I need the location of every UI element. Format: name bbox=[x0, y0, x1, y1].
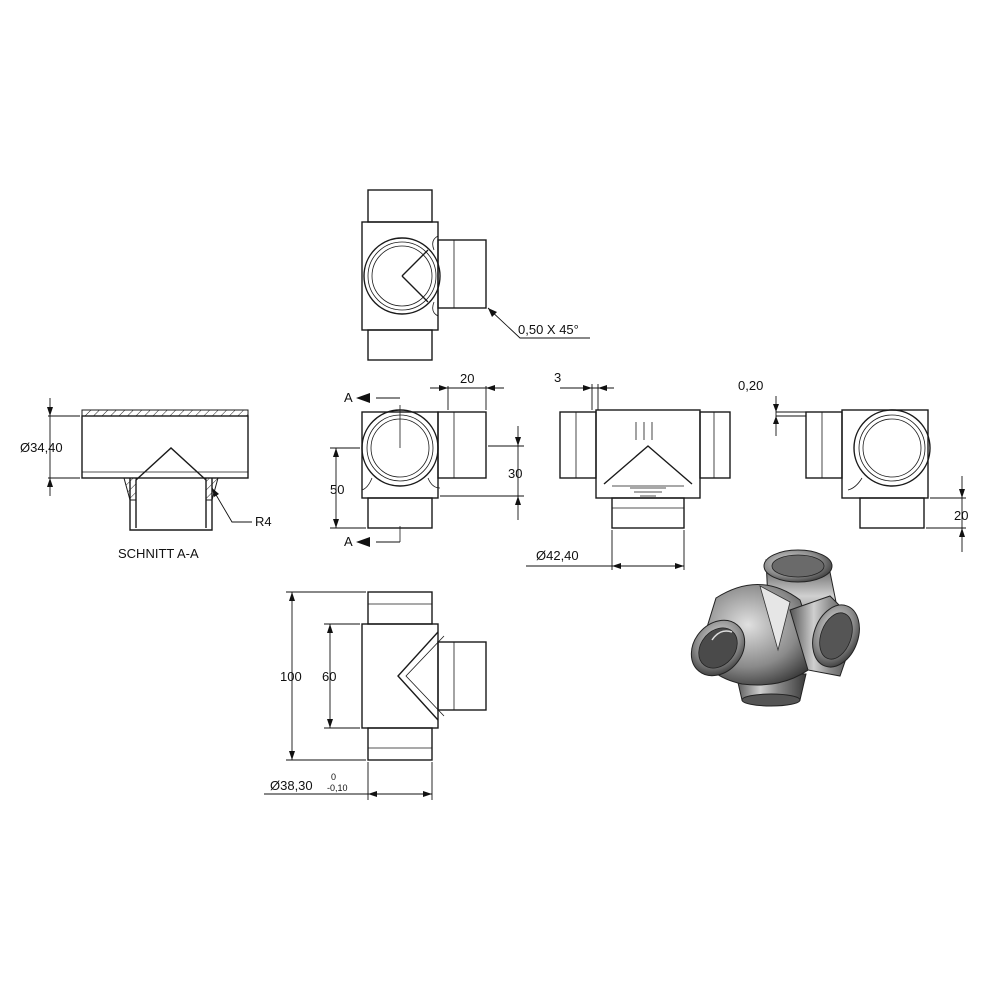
right-dim-offset: 0,20 bbox=[738, 378, 763, 393]
right-dim-height: 20 bbox=[954, 508, 968, 523]
radius-label: R4 bbox=[255, 514, 272, 529]
section-diameter-label: Ø34,40 bbox=[20, 440, 63, 455]
top-view: 0,50 X 45° bbox=[361, 189, 590, 361]
bottom-tol-lower: -0,10 bbox=[327, 783, 348, 793]
bottom-dim-inner: 60 bbox=[322, 669, 336, 684]
front-dim-top: 20 bbox=[460, 371, 474, 386]
section-marker-bottom: A bbox=[344, 534, 353, 549]
right-view: 0,20 20 bbox=[738, 378, 968, 552]
section-marker-top: A bbox=[344, 390, 353, 405]
chamfer-label: 0,50 X 45° bbox=[518, 322, 579, 337]
section-view: Ø34,40 R4 SCHNITT A-A bbox=[20, 398, 272, 561]
front-view: A A 20 50 30 bbox=[330, 371, 524, 549]
bottom-view: 100 60 Ø38,30 0 -0,10 bbox=[264, 591, 487, 800]
bottom-tol-upper: 0 bbox=[331, 772, 336, 782]
isometric-view bbox=[690, 549, 860, 707]
section-caption: SCHNITT A-A bbox=[118, 546, 199, 561]
side-view: 3 Ø42,40 bbox=[526, 370, 731, 570]
bottom-dim-diameter: Ø38,30 bbox=[270, 778, 313, 793]
side-dim-diameter: Ø42,40 bbox=[536, 548, 579, 563]
front-dim-height: 50 bbox=[330, 482, 344, 497]
front-dim-right: 30 bbox=[508, 466, 522, 481]
bottom-dim-total: 100 bbox=[280, 669, 302, 684]
side-dim-wall: 3 bbox=[554, 370, 561, 385]
